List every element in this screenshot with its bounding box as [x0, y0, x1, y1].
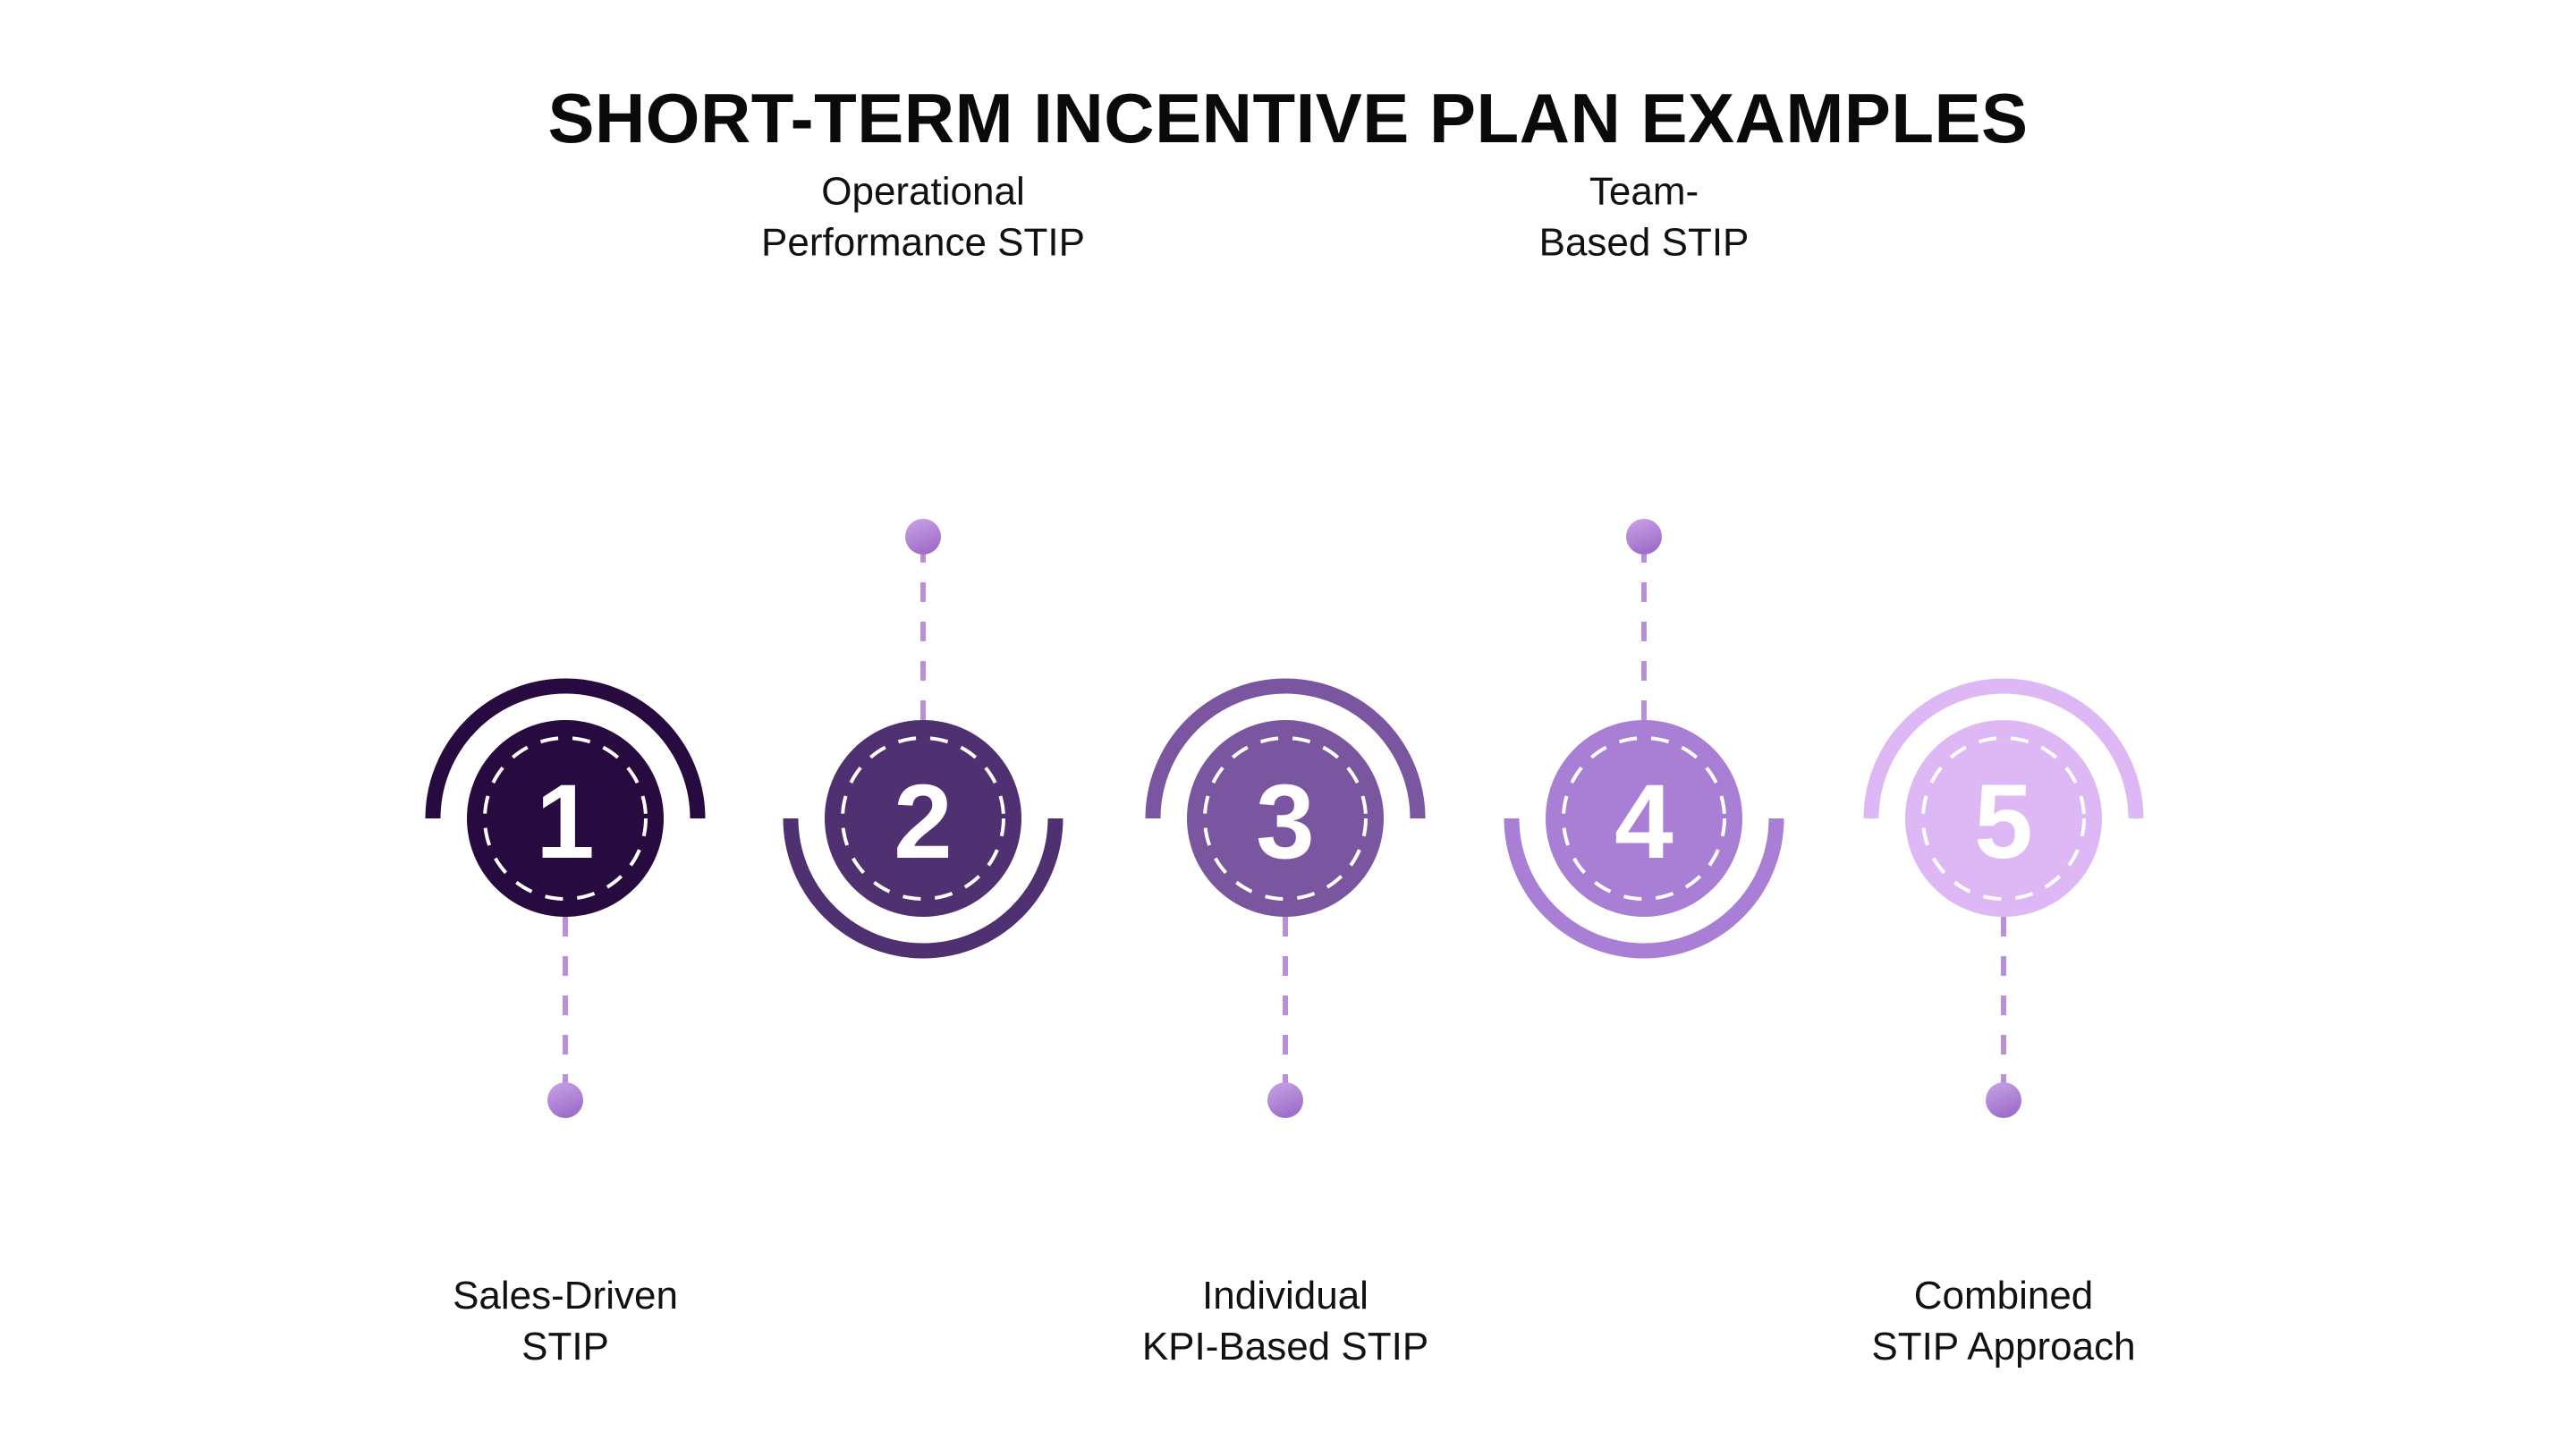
step-circle-3[interactable]: 3 — [1187, 720, 1384, 917]
step-number-5: 5 — [1974, 763, 2033, 881]
connector-dot-4 — [1626, 519, 1662, 555]
step-circle-5[interactable]: 5 — [1905, 720, 2102, 917]
step-number-2: 2 — [894, 763, 953, 881]
step-label-2: Operational Performance STIP — [761, 169, 1085, 265]
connector-layer — [547, 519, 2021, 1118]
snake-arc-4 — [1504, 818, 1784, 959]
step-circles-layer: 1 2 3 4 5 — [467, 720, 2102, 917]
step-number-4: 4 — [1614, 763, 1674, 881]
step-disc-2 — [825, 720, 1021, 917]
step-circle-2[interactable]: 2 — [825, 720, 1021, 917]
snake-arc-5 — [1863, 678, 2144, 819]
snake-arc-2 — [783, 818, 1063, 959]
step-dashed-ring-1 — [483, 736, 648, 901]
step-circle-1[interactable]: 1 — [467, 720, 664, 917]
step-disc-4 — [1546, 720, 1742, 917]
step-dashed-ring-2 — [841, 736, 1005, 901]
step-label-1: Sales-Driven STIP — [453, 1274, 678, 1369]
step-label-3: Individual KPI-Based STIP — [1141, 1274, 1429, 1369]
connector-dot-3 — [1267, 1082, 1303, 1118]
step-dashed-ring-4 — [1562, 736, 1726, 901]
step-disc-1 — [467, 720, 664, 917]
snake-path-layer — [425, 678, 2144, 959]
page-title: SHORT-TERM INCENTIVE PLAN EXAMPLES — [547, 79, 2029, 157]
step-circle-4[interactable]: 4 — [1546, 720, 1742, 917]
connector-dot-2 — [905, 519, 941, 555]
step-label-4: Team- Based STIP — [1538, 169, 1750, 265]
snake-arc-1 — [425, 678, 706, 819]
step-disc-5 — [1905, 720, 2102, 917]
step-dashed-ring-5 — [1921, 736, 2086, 901]
step-number-1: 1 — [536, 763, 595, 881]
step-number-3: 3 — [1256, 763, 1315, 881]
step-dashed-ring-3 — [1203, 736, 1368, 901]
step-label-5: Combined STIP Approach — [1871, 1274, 2136, 1369]
connector-dot-5 — [1986, 1082, 2021, 1118]
connector-dot-1 — [547, 1082, 583, 1118]
step-disc-3 — [1187, 720, 1384, 917]
snake-arc-3 — [1145, 678, 1426, 819]
